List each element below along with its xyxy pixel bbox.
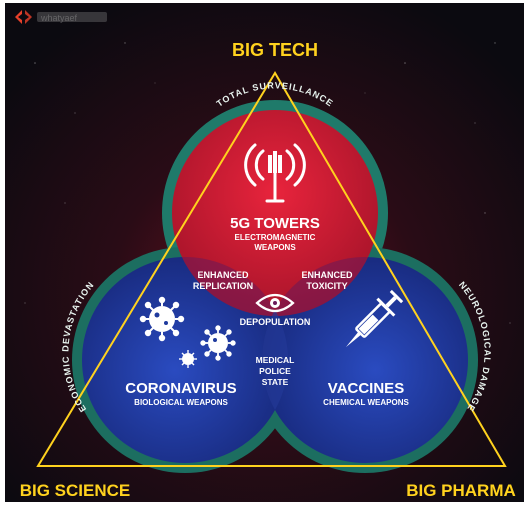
cell-tower-icon [244,143,306,203]
corner-label-top: BIG TECH [232,40,318,60]
title-coronavirus: CORONAVIRUS [125,380,236,397]
logo-icon-right [25,10,32,24]
overlap-center-label: DEPOPULATION [240,317,311,327]
overlap-bottom-line2: POLICE [259,366,291,376]
subtitle-5g-line1: ELECTROMAGNETIC [235,233,316,242]
overlap-top-right-line1: ENHANCED [301,270,353,280]
overlap-top-left-line2: REPLICATION [193,281,253,291]
eye-icon [255,293,295,313]
virus-icon-medium [200,325,236,361]
virus-icon-small [179,350,197,368]
star-dust [24,42,511,324]
subtitle-coronavirus: BIOLOGICAL WEAPONS [134,398,228,407]
watermark: whatyaef [15,10,107,24]
corner-label-right: BIG PHARMA [406,481,516,500]
triangle-outline [36,71,507,467]
overlap-bottom-line1: MEDICAL [256,355,295,365]
overlap-bottom-line3: STATE [262,377,289,387]
watermark-text: whatyaef [40,13,78,23]
subtitle-vaccines: CHEMICAL WEAPONS [323,398,409,407]
overlap-red-blue [172,257,378,316]
diagram-canvas: whatyaef TOTAL SURVEILLANCE ECONOMIC DEV… [5,3,524,502]
subtitle-5g-line2: WEAPONS [254,243,296,252]
watermark-blur [37,12,107,22]
title-vaccines: VACCINES [328,380,404,397]
title-5g-towers: 5G TOWERS [230,215,320,232]
overlap-top-left-line1: ENHANCED [197,270,249,280]
logo-icon [15,10,22,24]
overlap-top-right-line2: TOXICITY [306,281,347,291]
syringe-icon [345,289,404,348]
corner-label-left: BIG SCIENCE [20,481,131,500]
virus-icon [139,296,185,342]
